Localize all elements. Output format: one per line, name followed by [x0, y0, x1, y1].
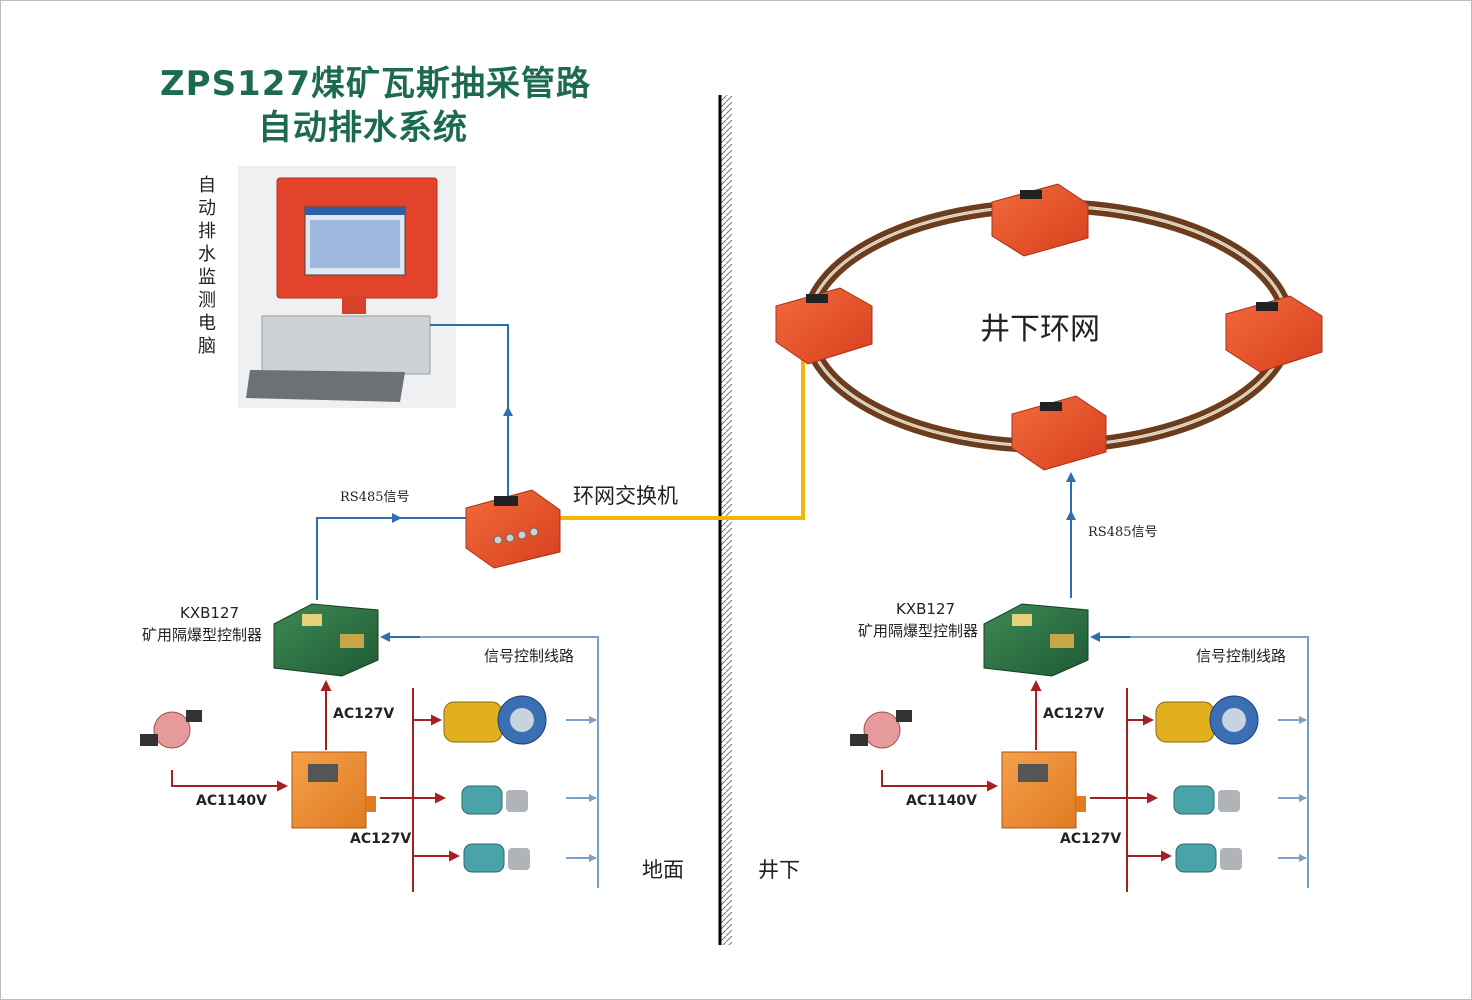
controller-name-right: 矿用隔爆型控制器 [858, 622, 979, 640]
ring-switch-label: 环网交换机 [573, 484, 678, 508]
underground-label: 井下 [758, 858, 800, 882]
valve-large-right [1155, 695, 1259, 745]
feedback-lines-left [384, 636, 599, 888]
diagram-title-line2: 自动排水系统 [258, 108, 468, 148]
junction-box-left [140, 710, 202, 749]
controller-left [273, 603, 379, 677]
computer-label: 自动排水监测电脑 [198, 175, 216, 357]
switch-box-left [291, 751, 376, 829]
signal-line-label-left: 信号控制线路 [484, 647, 575, 665]
ac127-top-label-right: AC127V [1043, 706, 1105, 722]
surface-signal-lines [316, 324, 513, 600]
rs485-label-underground: RS485信号 [1088, 525, 1158, 540]
ac1140-label-left: AC1140V [196, 793, 267, 809]
ac127-bottom-label-right: AC127V [1060, 831, 1122, 847]
ring-switch-device [465, 489, 561, 569]
controller-model-right: KXB127 [896, 600, 956, 618]
controller-name-left: 矿用隔爆型控制器 [142, 626, 263, 644]
ac127-top-label-left: AC127V [333, 706, 395, 722]
ring-node-left [775, 287, 873, 365]
monitoring-computer [238, 166, 456, 408]
ring-node-right [1225, 295, 1323, 373]
valve-small-left-2 [463, 843, 530, 873]
ring-node-bottom [1011, 395, 1107, 471]
valve-small-right-2 [1175, 843, 1242, 873]
ac1140-label-right: AC1140V [906, 793, 977, 809]
diagram-title-line1: ZPS127煤矿瓦斯抽采管路 [160, 64, 592, 104]
junction-box-right [850, 710, 912, 749]
valve-large-left [443, 695, 547, 745]
rs485-label-surface: RS485信号 [340, 490, 410, 505]
power-lines-left [171, 680, 460, 892]
power-lines-right [881, 680, 1172, 892]
ring-node-top [991, 183, 1089, 257]
switch-box-right [1001, 751, 1086, 829]
valve-small-left-1 [461, 785, 528, 815]
feedback-lines-right [1094, 636, 1309, 888]
controller-right [983, 603, 1089, 677]
surface-label: 地面 [642, 858, 684, 882]
valve-small-right-1 [1173, 785, 1240, 815]
controller-model-left: KXB127 [180, 604, 240, 622]
signal-line-label-right: 信号控制线路 [1196, 647, 1287, 665]
ac127-bottom-label-left: AC127V [350, 831, 412, 847]
ring-network-label: 井下环网 [980, 312, 1100, 347]
